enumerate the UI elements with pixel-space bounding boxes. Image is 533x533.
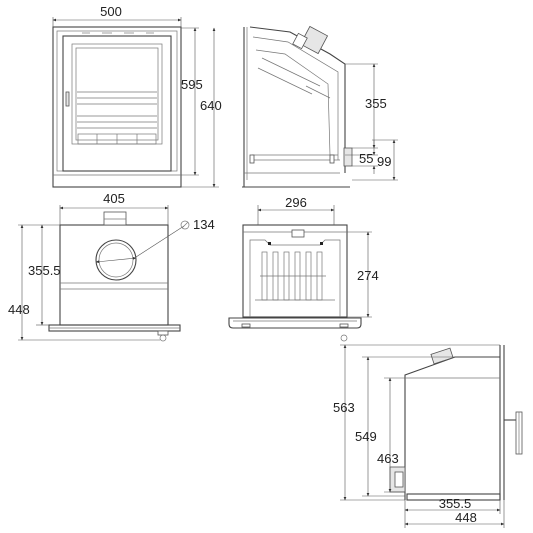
rear-flue-height-label: 355.5	[28, 263, 61, 278]
interior-width-label: 296	[285, 195, 307, 210]
side-view	[242, 25, 353, 188]
section-depth-total-dimension: 448	[404, 500, 505, 528]
section-depth-inner-dimension: 355.5	[404, 496, 501, 514]
front-height-595-dimension: 595	[181, 27, 203, 176]
interior-view	[228, 224, 362, 342]
rear-width-label: 405	[103, 191, 125, 206]
interior-height-label: 274	[357, 268, 379, 283]
side-355-label: 355	[365, 96, 387, 111]
side-99-label: 99	[377, 154, 391, 169]
section-549-dimension: 549	[355, 356, 455, 497]
section-463-dimension: 463	[377, 377, 405, 493]
interior-width-dimension: 296	[257, 195, 335, 225]
side-355-dimension: 355	[345, 63, 387, 156]
rear-flue-dia-label: 134	[193, 217, 215, 232]
side-55-dimension: 55	[352, 140, 378, 174]
section-depth-inner-label: 355.5	[439, 496, 472, 511]
front-height-640-label: 640	[200, 98, 222, 113]
rear-view	[48, 211, 190, 342]
section-depth-total-label: 448	[455, 510, 477, 525]
front-view	[52, 26, 182, 188]
rear-flue-height-dimension: 355.5	[28, 224, 61, 326]
rear-height-label: 448	[8, 302, 30, 317]
section-549-label: 549	[355, 429, 377, 444]
rear-height-dimension: 448	[8, 224, 160, 341]
front-height-595-label: 595	[181, 77, 203, 92]
side-55-label: 55	[359, 151, 373, 166]
front-width-dimension: 500	[52, 4, 182, 27]
side-99-dimension: 99	[352, 139, 398, 181]
section-463-label: 463	[377, 451, 399, 466]
section-view	[389, 345, 523, 501]
interior-height-dimension: 274	[347, 231, 379, 318]
front-width-label: 500	[100, 4, 122, 19]
front-height-640-dimension: 640	[181, 27, 222, 188]
section-563-dimension: 563	[333, 344, 500, 501]
section-563-label: 563	[333, 400, 355, 415]
rear-width-dimension: 405	[59, 191, 169, 225]
